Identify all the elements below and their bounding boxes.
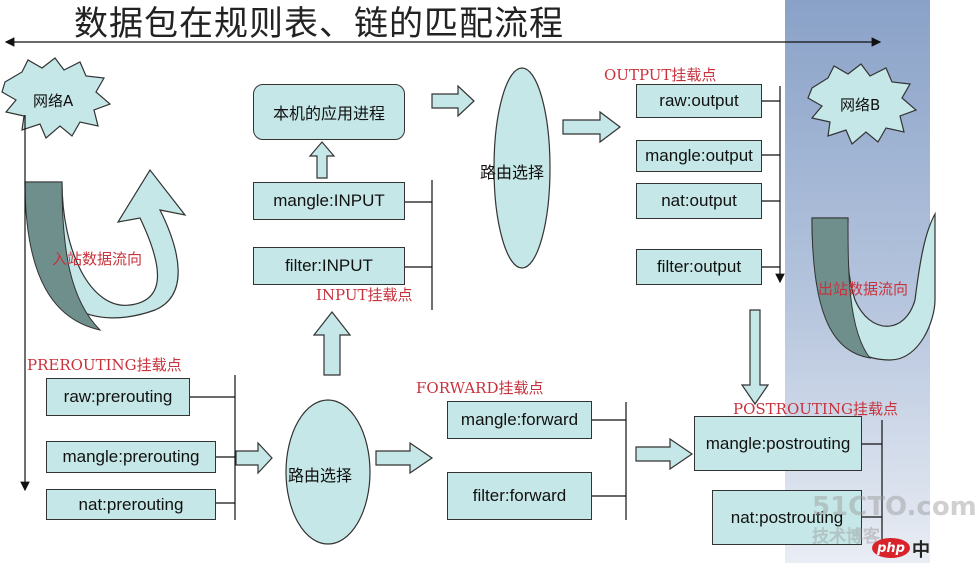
watermark-site: 51CTO.com — [812, 492, 977, 522]
table-raw-output: raw:output — [636, 84, 762, 118]
routing-label-top: 路由选择 — [480, 163, 545, 182]
arrow-input-to-process — [308, 141, 336, 179]
local-process-box: 本机的应用进程 — [253, 84, 405, 140]
table-mangle-output: mangle:output — [636, 140, 762, 172]
arrow-process-to-routing — [431, 84, 475, 118]
outbound-curved-arrow — [811, 211, 936, 361]
network-b-burst — [807, 63, 918, 145]
arrow-forward-to-postrouting — [635, 437, 694, 471]
table-filter-input: filter:INPUT — [253, 247, 405, 285]
table-mangle-prerouting: mangle:prerouting — [46, 441, 216, 473]
hook-brackets — [190, 100, 883, 545]
postrouting-hook-label: POSTROUTING挂载点 — [733, 400, 898, 418]
routing-label-bottom: 路由选择 — [288, 466, 353, 485]
forward-hook-label: FORWARD挂载点 — [416, 379, 544, 397]
table-mangle-postrouting: mangle:postrouting — [694, 416, 862, 471]
table-mangle-forward: mangle:forward — [447, 401, 592, 439]
arrow-routing-to-input — [312, 311, 352, 376]
arrow-prerouting-to-routing — [235, 441, 273, 475]
block-arrows — [235, 84, 770, 475]
prerouting-hook-label: PREROUTING挂载点 — [27, 356, 182, 374]
network-b-label: 网络B — [840, 96, 881, 114]
table-nat-prerouting: nat:prerouting — [46, 489, 216, 520]
watermark-zh: 中 — [912, 540, 930, 561]
output-hook-label: OUTPUT挂载点 — [604, 66, 717, 84]
input-hook-label: INPUT挂载点 — [316, 286, 413, 304]
diagram-title: 数据包在规则表、链的匹配流程 — [74, 4, 564, 44]
table-filter-forward: filter:forward — [447, 472, 592, 520]
arrow-output-to-postrouting — [740, 309, 770, 406]
php-logo: php — [872, 538, 910, 558]
table-nat-output: nat:output — [636, 183, 762, 219]
outbound-flow-label: 出站数据流向 — [818, 280, 909, 298]
table-raw-prerouting: raw:prerouting — [46, 378, 190, 416]
diagram-graphics — [1, 37, 936, 545]
table-filter-output: filter:output — [636, 249, 762, 285]
inbound-curved-arrow — [24, 168, 187, 331]
network-a-burst — [1, 57, 112, 139]
arrow-routing-to-forward — [375, 441, 434, 475]
watermark-sub: 技术博客 — [812, 527, 880, 547]
inbound-flow-label: 入站数据流向 — [52, 250, 143, 268]
table-mangle-input: mangle:INPUT — [253, 182, 405, 220]
network-a-label: 网络A — [33, 92, 74, 110]
table-nat-postrouting: nat:postrouting — [712, 490, 862, 545]
routing-ellipse-bottom — [285, 399, 371, 545]
routing-ellipse-top — [493, 67, 551, 269]
arrow-routing-to-output — [562, 110, 621, 144]
